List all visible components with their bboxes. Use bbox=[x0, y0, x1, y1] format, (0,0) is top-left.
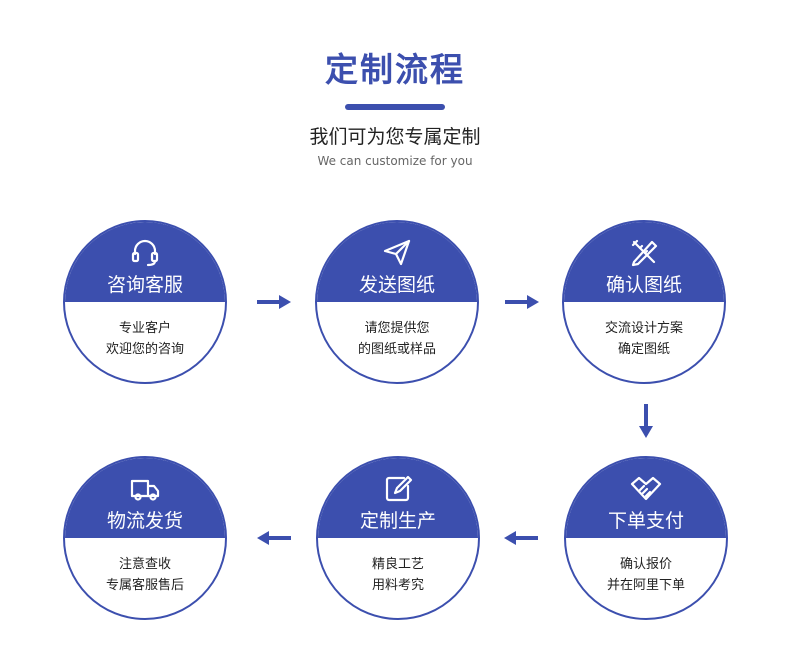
handshake-icon bbox=[630, 476, 662, 501]
step-description-line: 专属客服售后 bbox=[105, 578, 184, 593]
step-description: 注意查收 专属客服售后 bbox=[65, 554, 225, 596]
step-header-band bbox=[318, 458, 478, 538]
headset-icon bbox=[131, 239, 159, 267]
step-label: 确认图纸 bbox=[605, 274, 682, 296]
arrow-down-icon bbox=[639, 404, 653, 438]
step-description-line: 注意查收 bbox=[118, 557, 171, 572]
step-description: 交流设计方案 确定图纸 bbox=[564, 318, 724, 360]
step-consult-service: 咨询客服 专业客户 欢迎您的咨询 bbox=[63, 220, 227, 384]
step-description: 确认报价 并在阿里下单 bbox=[566, 554, 726, 596]
arrow-left-icon bbox=[257, 531, 291, 545]
page-subtitle-english: We can customize for you bbox=[317, 154, 473, 168]
step-label: 下单支付 bbox=[607, 510, 684, 532]
step-custom-production: 定制生产 精良工艺 用料考究 bbox=[316, 456, 480, 620]
step-label: 定制生产 bbox=[359, 510, 436, 532]
truck-icon bbox=[130, 479, 160, 501]
page-title: 定制流程 bbox=[325, 50, 465, 89]
step-description-line: 确定图纸 bbox=[617, 342, 670, 357]
arrow-right-icon bbox=[505, 295, 539, 309]
step-description: 精良工艺 用料考究 bbox=[318, 554, 478, 596]
step-description-line: 精良工艺 bbox=[371, 557, 424, 572]
step-description-line: 欢迎您的咨询 bbox=[105, 342, 184, 357]
step-description-line: 交流设计方案 bbox=[604, 321, 683, 336]
step-description: 专业客户 欢迎您的咨询 bbox=[65, 318, 225, 360]
pencil-ruler-icon bbox=[631, 239, 658, 267]
step-order-payment: 下单支付 确认报价 并在阿里下单 bbox=[564, 456, 728, 620]
step-label: 咨询客服 bbox=[106, 274, 183, 296]
step-description-line: 请您提供您 bbox=[364, 321, 430, 336]
step-label: 发送图纸 bbox=[358, 274, 435, 296]
step-description-line: 用料考究 bbox=[371, 578, 424, 593]
step-header-band bbox=[65, 458, 225, 538]
paper-plane-icon bbox=[383, 239, 411, 266]
step-description-line: 专业客户 bbox=[118, 321, 171, 336]
title-underline bbox=[345, 104, 445, 110]
step-send-drawing: 发送图纸 请您提供您 的图纸或样品 bbox=[315, 220, 479, 384]
step-description-line: 的图纸或样品 bbox=[357, 342, 436, 357]
step-confirm-drawing: 确认图纸 交流设计方案 确定图纸 bbox=[562, 220, 726, 384]
step-description: 请您提供您 的图纸或样品 bbox=[317, 318, 477, 360]
step-header-band bbox=[564, 222, 724, 302]
edit-icon bbox=[385, 475, 413, 502]
arrow-right-icon bbox=[257, 295, 291, 309]
step-header-band bbox=[65, 222, 225, 302]
step-header-band bbox=[317, 222, 477, 302]
page-subtitle: 我们可为您专属定制 bbox=[309, 126, 481, 148]
step-description-line: 并在阿里下单 bbox=[606, 578, 685, 593]
step-logistics-shipping: 物流发货 注意查收 专属客服售后 bbox=[63, 456, 227, 620]
arrow-left-icon bbox=[504, 531, 538, 545]
step-description-line: 确认报价 bbox=[619, 557, 672, 572]
step-label: 物流发货 bbox=[106, 510, 183, 532]
